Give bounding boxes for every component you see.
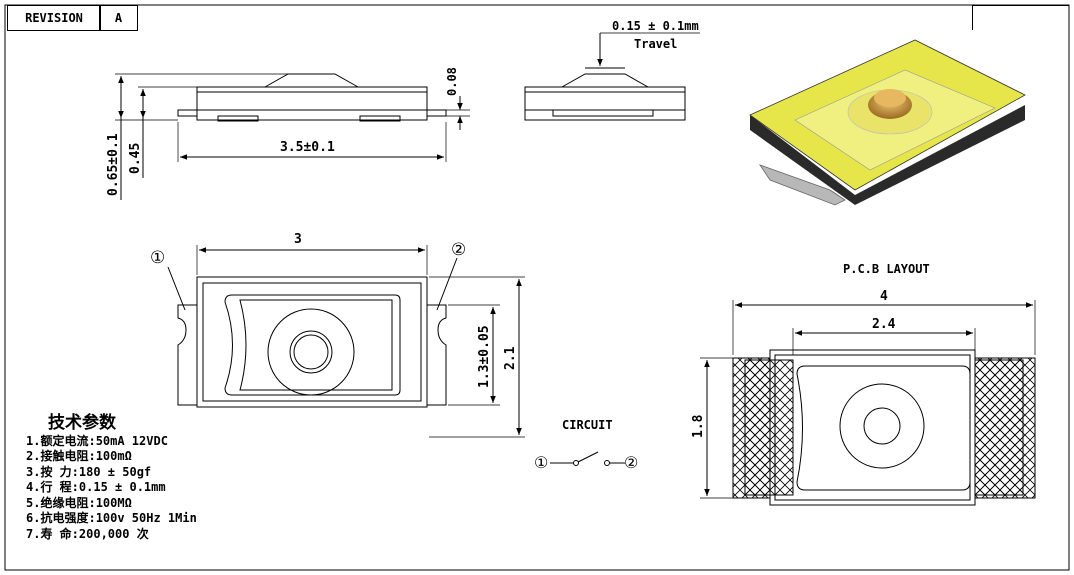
spec-key: 2.接触电阻: (26, 449, 96, 463)
pcb-title: P.C.B LAYOUT (843, 262, 930, 276)
dim-inner: 1.3±0.05 (477, 325, 492, 388)
spec-value: 50mA 12VDC (95, 433, 168, 448)
spec-item: 5.绝缘电阻:100MΩ (26, 496, 197, 512)
circuit-diagram (550, 451, 625, 466)
pin-2-label: ② (451, 240, 467, 260)
revision-right-box (972, 5, 1069, 30)
circuit-pin-1: ① (534, 453, 549, 472)
spec-item: 2.接触电阻:100mΩ (26, 449, 197, 465)
spec-key: 5.绝缘电阻: (26, 495, 96, 510)
pcb-dim-width: 4 (880, 289, 888, 304)
side-view (115, 73, 470, 200)
travel-value: 0.15 ± 0.1mm (612, 19, 699, 33)
dim-height: 2.1 (503, 346, 518, 370)
spec-key: 1.额定电流: (26, 433, 96, 448)
spec-item: 7.寿 命:200,000 次 (26, 527, 197, 543)
travel-view (524, 32, 700, 121)
pcb-dim-height: 1.8 (691, 414, 706, 438)
spec-key: 4.行 程: (26, 480, 79, 494)
spec-title: 技术参数 (48, 413, 116, 433)
switch-3d-render (749, 39, 1026, 206)
dim-width: 3 (294, 232, 302, 247)
spec-item: 4.行 程:0.15 ± 0.1mm (26, 480, 197, 496)
dim-height-total: 0.65±0.1 (106, 133, 121, 196)
dim-length: 3.5±0.1 (280, 140, 335, 155)
spec-value: 100mΩ (95, 449, 132, 463)
spec-item: 6.抗电强度:100v 50Hz 1Min (26, 511, 197, 527)
spec-value: 100MΩ (95, 495, 132, 510)
spec-key: 6.抗电强度: (26, 511, 96, 525)
spec-key: 7.寿 命: (26, 526, 79, 541)
spec-value: 0.15 ± 0.1mm (78, 480, 166, 494)
revision-value: A (99, 5, 138, 31)
spec-key: 3.按 力: (26, 464, 79, 479)
circuit-title: CIRCUIT (562, 418, 613, 432)
spec-item: 3.按 力:180 ± 50gf (26, 465, 197, 481)
dim-terminal-height: 0.08 (445, 67, 459, 96)
spec-value: 180 ± 50gf (78, 464, 152, 479)
revision-label: REVISION (7, 5, 101, 31)
pin-1-label: ① (150, 248, 166, 268)
dim-height-body: 0.45 (128, 142, 143, 174)
spec-list: 技术参数 1.额定电流:50mA 12VDC 2.接触电阻:100mΩ 3.按 … (26, 415, 197, 543)
pcb-dim-inner-width: 2.4 (872, 317, 896, 332)
travel-label: Travel (634, 37, 678, 51)
circuit-pin-2: ② (624, 453, 639, 472)
top-view (167, 245, 525, 438)
pcb-layout (700, 300, 1036, 506)
spec-item: 1.额定电流:50mA 12VDC (26, 434, 197, 450)
spec-value: 100v 50Hz 1Min (95, 511, 197, 525)
sheet-border (4, 4, 1070, 571)
spec-value: 200,000 次 (78, 526, 149, 541)
